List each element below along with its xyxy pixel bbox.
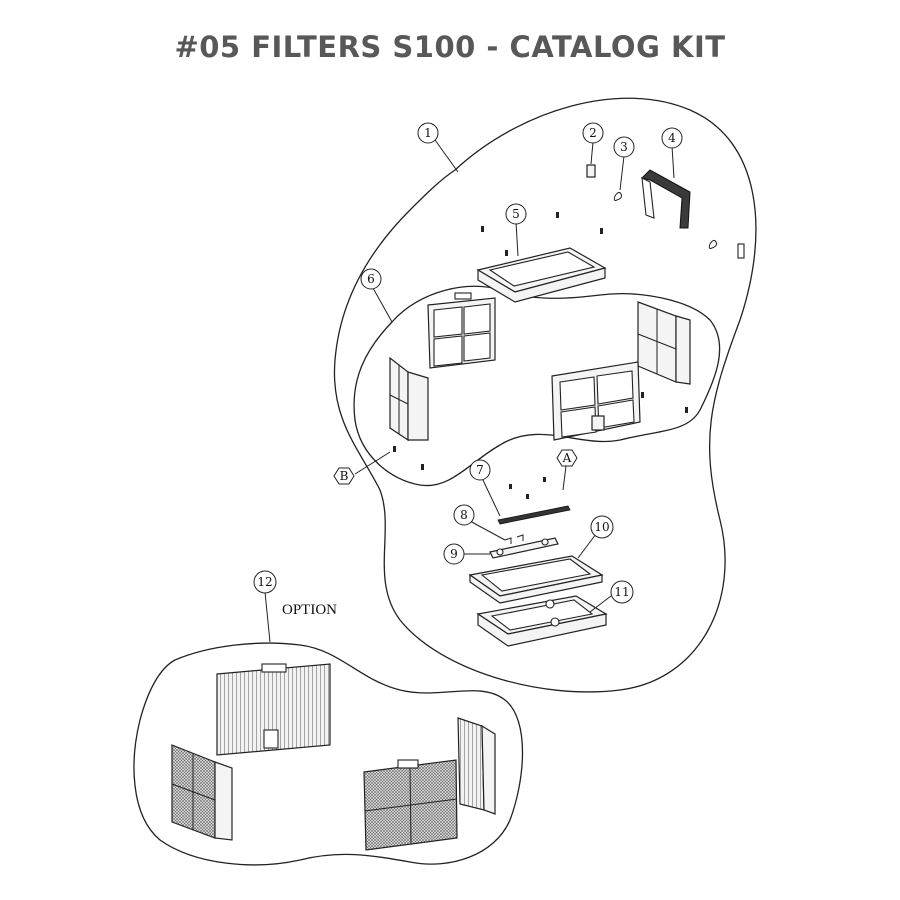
- callout-12: 12: [253, 570, 277, 594]
- group-6-outline: [353, 285, 721, 487]
- part-12-option-panel-front: [363, 759, 458, 851]
- callout-7: 7: [469, 459, 491, 481]
- part-2-clip: [586, 164, 596, 178]
- callout-2: 2: [582, 122, 604, 144]
- part-6-filter-panel-left: [389, 356, 429, 442]
- svg-text:9: 9: [450, 547, 458, 561]
- screws-middle: [393, 392, 688, 499]
- svg-text:4: 4: [668, 131, 676, 145]
- svg-text:12: 12: [257, 575, 272, 589]
- svg-text:B: B: [340, 469, 349, 483]
- screws-top: [481, 212, 603, 256]
- part-12-option-panel-back: [216, 663, 331, 756]
- part-9-latch-bar: [489, 537, 559, 559]
- group-12-outline: [133, 642, 524, 866]
- svg-text:10: 10: [594, 520, 609, 534]
- callout-3: 3: [613, 136, 635, 158]
- part-8-clip: [504, 534, 524, 544]
- callout-11: 11: [610, 580, 634, 604]
- svg-text:3: 3: [620, 140, 628, 154]
- part-7-gasket: [497, 505, 571, 525]
- part-5-top-frame: [476, 247, 607, 303]
- callout-1: 1: [417, 122, 439, 144]
- group-1-outline: [333, 97, 757, 693]
- callout-5: 5: [505, 203, 527, 225]
- part-6-filter-panel-back: [427, 292, 496, 369]
- svg-text:6: 6: [367, 272, 375, 286]
- svg-text:2: 2: [589, 126, 597, 140]
- callout-10: 10: [590, 515, 614, 539]
- callout-4: 4: [661, 127, 683, 149]
- part-10-frame: [468, 555, 604, 604]
- part-6-filter-panel-right-side: [637, 301, 691, 385]
- part-3-spring: [613, 191, 717, 249]
- svg-text:5: 5: [512, 207, 520, 221]
- svg-text:A: A: [562, 451, 572, 465]
- reference-a: A: [556, 449, 578, 467]
- part-6-filter-panel-front: [551, 361, 641, 441]
- leader-lines: [264, 139, 675, 643]
- callout-8: 8: [453, 504, 475, 526]
- part-4-handle: [641, 169, 745, 259]
- option-label: OPTION: [282, 602, 337, 618]
- svg-text:8: 8: [460, 508, 468, 522]
- part-12-option-panel-right-side: [457, 717, 496, 815]
- page-title: #05 FILTERS S100 - CATALOG KIT: [174, 30, 726, 64]
- reference-b: B: [333, 467, 355, 485]
- callout-9: 9: [443, 543, 465, 565]
- svg-text:7: 7: [476, 463, 484, 477]
- part-11-base-tray: [476, 595, 608, 647]
- callout-6: 6: [360, 268, 382, 290]
- svg-text:11: 11: [614, 585, 629, 599]
- part-12-option-panel-left: [171, 744, 233, 841]
- svg-text:1: 1: [424, 126, 432, 140]
